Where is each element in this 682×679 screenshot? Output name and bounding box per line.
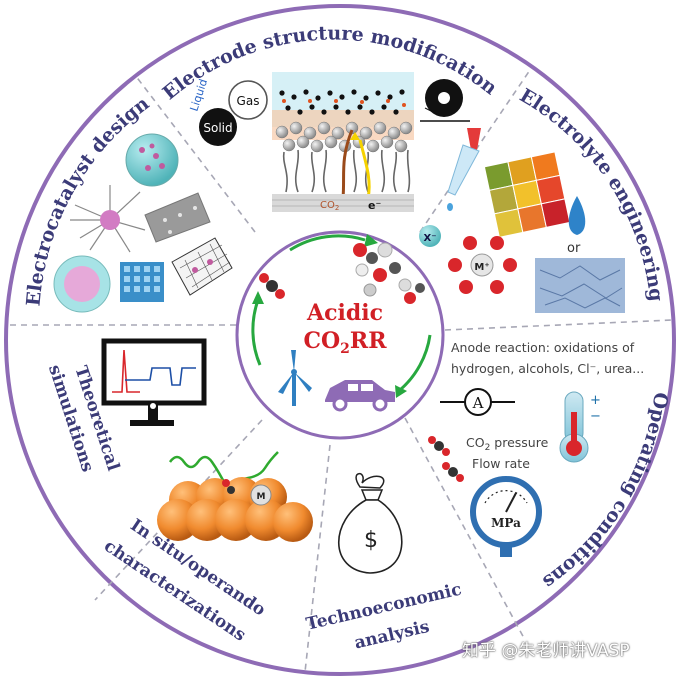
money-bag-icon: $: [337, 473, 403, 574]
flow-rate-label: Flow rate: [472, 456, 530, 471]
svg-text:CO2: CO2: [320, 200, 339, 212]
svg-text:+: +: [590, 393, 601, 408]
anode-reaction-line1: Anode reaction: oxidations of: [451, 340, 635, 355]
computer-monitor-icon: [101, 338, 207, 426]
droplet-contact-angle-icon: [420, 79, 470, 122]
watermark: 知乎 @朱老师讲VASP: [462, 641, 630, 661]
co2-molecules-icon: [428, 436, 464, 482]
catalyst-surface-illustration: M: [157, 451, 313, 542]
svg-text:Gas: Gas: [237, 94, 260, 108]
product-molecules-icon: [353, 242, 425, 304]
svg-text:X⁻: X⁻: [424, 233, 437, 244]
ph-color-chart: [483, 151, 571, 238]
svg-text:A: A: [472, 394, 484, 412]
polymer-electrolyte-icon: [535, 258, 625, 313]
car-icon: [325, 380, 395, 412]
svg-text:e⁻: e⁻: [368, 199, 381, 212]
svg-text:Solid: Solid: [203, 121, 232, 135]
wind-turbine-icon: [278, 350, 312, 406]
center-title-co2rr: CO2RR: [303, 328, 387, 357]
pressure-gauge-icon: MPa: [470, 476, 542, 557]
thermometer-icon: + −: [559, 391, 601, 463]
water-drop-icon: [568, 196, 586, 235]
svg-text:−: −: [590, 409, 601, 424]
center-circle: [235, 230, 445, 440]
svg-text:M⁺: M⁺: [474, 262, 489, 273]
or-label: or: [567, 241, 581, 256]
svg-text:$: $: [364, 528, 378, 553]
ammeter-icon: A: [440, 388, 515, 416]
center-title-acidic: Acidic: [306, 300, 383, 326]
co2-molecule-icon: [259, 273, 285, 299]
anode-reaction-line2: hydrogen, alcohols, Cl⁻, urea...: [451, 361, 644, 376]
center-cycle: [251, 234, 432, 398]
electrocatalyst-illustration: [53, 133, 233, 313]
svg-text:M: M: [257, 492, 266, 502]
co2-pressure-label: CO2 pressure: [466, 435, 549, 453]
electrode-structure-illustration: CO2 e⁻: [272, 72, 414, 212]
hydrated-cation-icon: M⁺: [448, 236, 517, 294]
x-anion-icon: X⁻: [419, 225, 441, 247]
dropper-icon: [447, 128, 481, 211]
svg-text:MPa: MPa: [491, 516, 521, 530]
